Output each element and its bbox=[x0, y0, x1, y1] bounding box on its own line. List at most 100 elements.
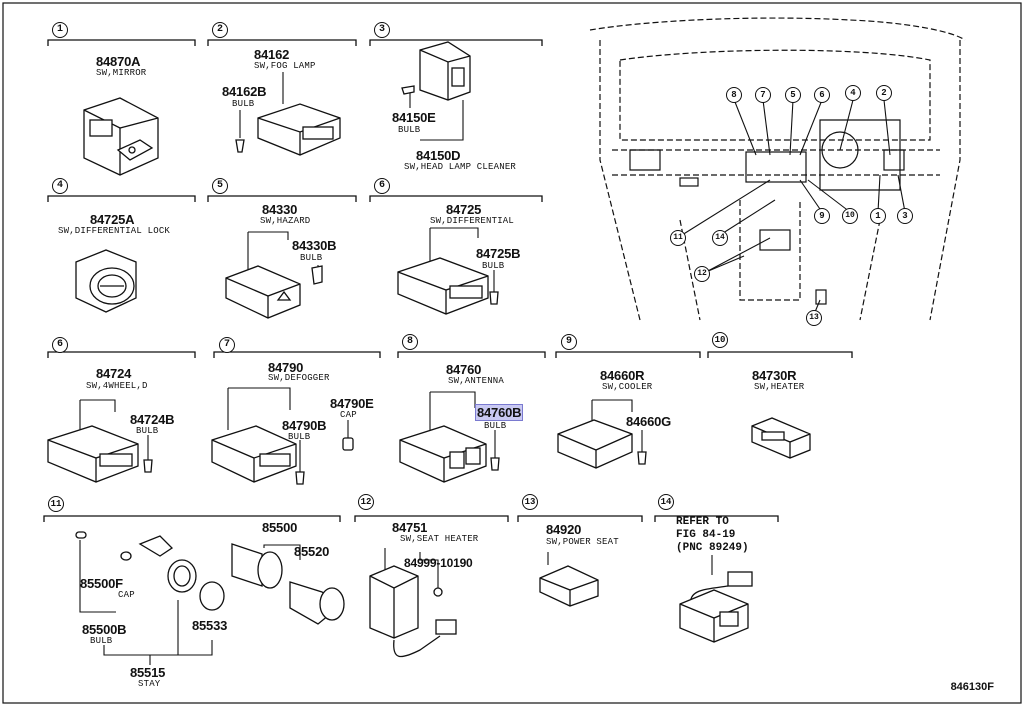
bulb-icon bbox=[295, 471, 305, 485]
part-number[interactable]: 85500B bbox=[82, 622, 127, 637]
part-number[interactable]: 84790E bbox=[330, 396, 374, 411]
part-number[interactable]: 84150E bbox=[392, 110, 436, 125]
part-number[interactable]: 84920 bbox=[546, 522, 582, 537]
section-number: 1 bbox=[52, 22, 68, 38]
section-number: 2 bbox=[212, 22, 228, 38]
highlighted-part-number[interactable]: 84760B bbox=[474, 404, 524, 421]
part-description: BULB bbox=[398, 125, 421, 135]
part-number[interactable]: 84660G bbox=[626, 414, 672, 429]
part-number[interactable]: 84790B bbox=[282, 418, 327, 433]
section-number: 7 bbox=[219, 337, 235, 353]
callout[interactable]: 8 bbox=[726, 87, 742, 103]
bulb-icon bbox=[401, 85, 415, 95]
section-number: 3 bbox=[374, 22, 390, 38]
part-description: SW,COOLER bbox=[602, 382, 653, 392]
part-number[interactable]: 84790 bbox=[268, 360, 304, 375]
section-number: 9 bbox=[561, 334, 577, 350]
heater-switch-icon bbox=[751, 417, 811, 459]
callout[interactable]: 10 bbox=[842, 208, 858, 224]
part-number[interactable]: 84725B bbox=[476, 246, 521, 261]
seat-heater-switch-icon bbox=[369, 565, 457, 658]
reference-note: REFER TO FIG 84-19 (PNC 89249) bbox=[676, 516, 749, 554]
part-number[interactable]: 85533 bbox=[192, 618, 228, 633]
part-description: SW,SEAT HEATER bbox=[400, 534, 479, 544]
part-description: SW,DEFOGGER bbox=[268, 373, 330, 383]
part-description: BULB bbox=[232, 99, 255, 109]
callout[interactable]: 11 bbox=[670, 230, 686, 246]
diagram-code: 846130F bbox=[950, 681, 994, 693]
mirror-switch-icon bbox=[83, 97, 159, 176]
section-number: 11 bbox=[48, 496, 64, 512]
screw-icon bbox=[433, 587, 443, 597]
section-number: 12 bbox=[358, 494, 374, 510]
part-description: STAY bbox=[138, 679, 161, 689]
part-number[interactable]: 85500F bbox=[80, 576, 123, 591]
defogger-switch-icon bbox=[211, 425, 297, 483]
4wheel-switch-icon bbox=[47, 425, 139, 483]
interior-view-icon bbox=[589, 17, 966, 321]
part-description: SW,DIFFERENTIAL LOCK bbox=[58, 226, 171, 236]
part-number[interactable]: 84725 bbox=[446, 202, 482, 217]
part-number[interactable]: 84724B bbox=[130, 412, 175, 427]
callout[interactable]: 1 bbox=[870, 208, 886, 224]
ring-icon bbox=[199, 581, 225, 611]
callout[interactable]: 14 bbox=[712, 230, 728, 246]
part-number[interactable]: 84999-10190 bbox=[404, 556, 473, 570]
part-number[interactable]: 84330 bbox=[262, 202, 298, 217]
part-description: BULB bbox=[136, 426, 159, 436]
socket-icon bbox=[138, 535, 197, 593]
section-number: 14 bbox=[658, 494, 674, 510]
part-number[interactable]: 84725A bbox=[90, 212, 135, 227]
part-description: SW,4WHEEL,D bbox=[86, 381, 148, 391]
callout[interactable]: 9 bbox=[814, 208, 830, 224]
part-description: SW,HEATER bbox=[754, 382, 805, 392]
part-number[interactable]: 84870A bbox=[96, 54, 141, 69]
section-number: 13 bbox=[522, 494, 538, 510]
bulb-icon bbox=[489, 291, 499, 305]
part-number[interactable]: 84162B bbox=[222, 84, 267, 99]
part-description: SW,HEAD LAMP CLEANER bbox=[404, 162, 517, 172]
callout[interactable]: 3 bbox=[897, 208, 913, 224]
differential-switch-icon bbox=[397, 257, 489, 315]
diff-lock-switch-icon bbox=[75, 249, 137, 313]
part-number[interactable]: 84760 bbox=[446, 362, 482, 377]
part-number[interactable]: 84150D bbox=[416, 148, 461, 163]
callout[interactable]: 6 bbox=[814, 87, 830, 103]
part-number[interactable]: 84724 bbox=[96, 366, 132, 381]
callout[interactable]: 7 bbox=[755, 87, 771, 103]
section-number: 4 bbox=[52, 178, 68, 194]
bulb-icon bbox=[490, 457, 500, 471]
cigar-lighter-icon bbox=[231, 543, 345, 625]
callout[interactable]: 2 bbox=[876, 85, 892, 101]
part-description: BULB bbox=[288, 432, 311, 442]
part-number[interactable]: 84162 bbox=[254, 47, 290, 62]
part-number[interactable]: 84751 bbox=[392, 520, 428, 535]
part-description: SW,ANTENNA bbox=[448, 376, 505, 386]
part-description: CAP bbox=[118, 590, 135, 600]
part-number[interactable]: 85500 bbox=[262, 520, 298, 535]
cap-icon bbox=[120, 551, 132, 561]
section-number: 6 bbox=[52, 337, 68, 353]
part-description: SW,HAZARD bbox=[260, 216, 311, 226]
part-number[interactable]: 84660R bbox=[600, 368, 645, 383]
part-number[interactable]: 84730R bbox=[752, 368, 797, 383]
callout[interactable]: 13 bbox=[806, 310, 822, 326]
referenced-switch-icon bbox=[679, 589, 749, 643]
callout[interactable]: 12 bbox=[694, 266, 710, 282]
callout[interactable]: 5 bbox=[785, 87, 801, 103]
part-description: SW,FOG LAMP bbox=[254, 61, 316, 71]
part-number[interactable]: 85520 bbox=[294, 544, 330, 559]
part-description: SW,MIRROR bbox=[96, 68, 147, 78]
part-number[interactable]: 84330B bbox=[292, 238, 337, 253]
part-number[interactable]: 85515 bbox=[130, 665, 166, 680]
fog-switch-icon bbox=[257, 103, 341, 156]
hazard-switch-icon bbox=[225, 265, 301, 319]
section-number: 10 bbox=[712, 332, 728, 348]
part-description: BULB bbox=[484, 421, 507, 431]
bulb-icon bbox=[235, 139, 245, 153]
antenna-switch-icon bbox=[399, 425, 487, 483]
callout[interactable]: 4 bbox=[845, 85, 861, 101]
bulb-icon bbox=[311, 265, 323, 285]
bulb-icon bbox=[75, 531, 87, 539]
